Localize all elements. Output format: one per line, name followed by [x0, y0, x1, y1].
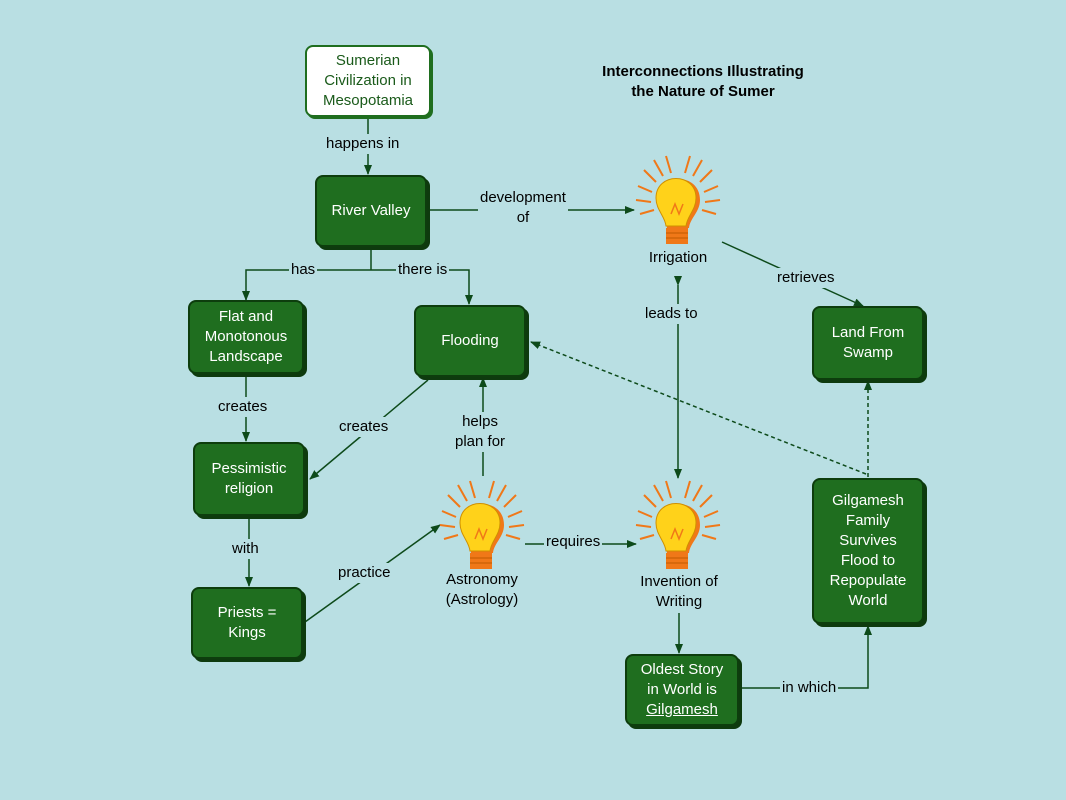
link-label-has: has — [289, 260, 318, 280]
node-sumerian-civilization[interactable]: Sumerian Civilization in Mesopotamia — [305, 45, 431, 117]
writing-bulb-icon — [635, 480, 721, 570]
node-priests-kings[interactable]: Priests = Kings — [191, 587, 303, 659]
link-label-with: with — [230, 539, 261, 559]
astronomy-label: Astronomy (Astrology) — [445, 571, 519, 608]
link-label-creates-1: creates — [216, 397, 270, 417]
node-pessimistic-religion[interactable]: Pessimistic religion — [193, 442, 305, 516]
diagram-title: Interconnections Illustrating the Nature… — [560, 62, 846, 102]
link-label-retrieves: retrieves — [775, 268, 837, 288]
node-gilgamesh-family-survives[interactable]: Gilgamesh Family Survives Flood to Repop… — [812, 478, 924, 624]
astronomy-bulb-icon — [439, 480, 525, 570]
node-river-valley[interactable]: River Valley — [315, 175, 427, 247]
title-line-2: the Nature of Sumer — [631, 83, 775, 100]
node-land-from-swamp[interactable]: Land From Swamp — [812, 306, 924, 380]
link-label-creates-2: creates — [337, 417, 391, 437]
gilgamesh-link[interactable]: Gilgamesh — [646, 701, 718, 718]
link-label-leads-to: leads to — [643, 304, 700, 324]
link-label-helps-plan-for: helps plan for — [453, 412, 508, 452]
node-flat-monotonous-landscape[interactable]: Flat and Monotonous Landscape — [188, 300, 304, 374]
link-label-practice: practice — [336, 563, 393, 583]
link-line-has — [242, 269, 371, 301]
irrigation-label: Irrigation — [648, 249, 708, 266]
link-label-happens-in: happens in — [324, 134, 402, 154]
writing-label: Invention of Writing — [640, 573, 718, 610]
link-label-there-is: there is — [396, 260, 450, 280]
node-oldest-story[interactable]: Oldest Story in World is Gilgamesh — [625, 654, 739, 726]
node-flooding[interactable]: Flooding — [414, 305, 526, 377]
link-label-development-of: development of — [478, 188, 568, 228]
irrigation-bulb-icon — [635, 155, 721, 245]
title-line-1: Interconnections Illustrating — [602, 63, 804, 80]
link-label-in-which: in which — [780, 678, 839, 698]
link-label-requires: requires — [544, 532, 603, 552]
